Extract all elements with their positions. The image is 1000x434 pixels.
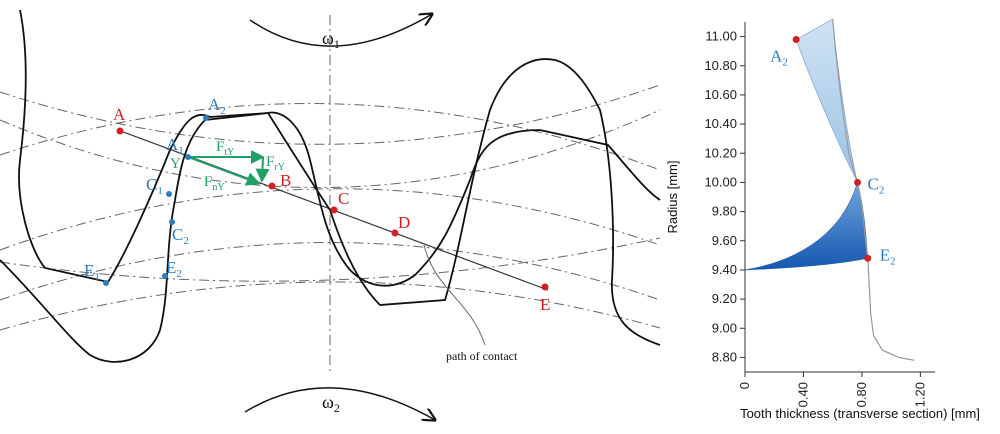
chart-axes: 11.00 10.80 10.60 10.40 10.20 10.00 9.80 9.60 9.… <box>704 22 935 407</box>
red-points <box>116 127 549 291</box>
radial-force-arrow <box>255 156 270 183</box>
omega2-label: ω2 <box>322 392 340 415</box>
point-B-dot <box>268 182 276 190</box>
point-A-dot <box>116 127 124 135</box>
point-D-dot <box>391 229 399 237</box>
chart-point-E2 <box>864 254 872 262</box>
thickness-chart: 11.00 10.80 10.60 10.40 10.20 10.00 9.80 9.60 9.… <box>665 18 980 421</box>
tooth-profile-curve <box>832 19 915 361</box>
y-tick-label: 10.80 <box>704 58 737 73</box>
x-tick-label: 0.40 <box>795 382 810 407</box>
blue-points <box>103 115 209 286</box>
y-tick-label: 11.00 <box>705 29 737 44</box>
tangential-force-label: FtY <box>216 139 234 158</box>
omega1-label: ω1 <box>322 28 340 51</box>
y-tick-label: 9.20 <box>712 291 737 306</box>
radial-force-label: FrY <box>266 154 285 173</box>
y-tick-label: 9.80 <box>712 204 737 219</box>
y-tick-label: 10.20 <box>704 145 737 160</box>
chart-point-A2 <box>792 36 800 43</box>
y-tick-label: 10.40 <box>704 116 737 131</box>
y-tick-label: 9.60 <box>712 233 737 248</box>
point-C1-dot <box>166 191 172 197</box>
chart-point-label-C2: C2 <box>868 174 885 196</box>
point-E-dot <box>541 283 549 291</box>
upper-thickness-band <box>795 18 858 183</box>
point-E2-label: E2 <box>166 258 182 280</box>
y-tick-label: 9.00 <box>712 320 737 335</box>
force-triangle <box>187 150 270 186</box>
chart-point-C2 <box>854 178 862 186</box>
point-D-label: D <box>398 213 410 232</box>
point-E-label: E <box>540 295 550 314</box>
x-axis-title: Tooth thickness (transverse section) [mm… <box>740 406 980 421</box>
gear-mesh-diagram: ω1 ω2 A B C D E <box>0 9 661 420</box>
point-A2-dot <box>203 115 209 121</box>
root-circle-upper <box>0 109 661 189</box>
base-circle-lower <box>0 237 661 282</box>
chart-point-label-E2: E2 <box>880 245 896 267</box>
point-E1-dot <box>103 280 109 286</box>
omega2-rotation-arrow <box>244 387 435 420</box>
point-C2-label: C2 <box>172 225 189 247</box>
point-C2-dot <box>169 219 175 225</box>
point-A-label: A <box>113 105 126 124</box>
y-tick-label: 8.80 <box>712 349 737 364</box>
point-C1-label: C1 <box>146 175 163 197</box>
point-Y-label: Y <box>170 156 181 172</box>
chart-point-label-A2: A2 <box>770 47 788 69</box>
point-E2-dot <box>162 273 168 279</box>
y-tick-label: 10.60 <box>704 87 737 102</box>
point-C-label: C <box>338 189 349 208</box>
pitch-circle-lower <box>0 188 661 251</box>
lower-gear-profile <box>0 111 661 363</box>
path-of-contact-label: path of contact <box>446 349 518 363</box>
omega1-rotation-arrow <box>249 14 432 47</box>
point-B-label: B <box>280 171 291 190</box>
upper-gear-profile <box>18 9 661 346</box>
normal-force-arrow <box>187 156 261 186</box>
point-E1-label: E1 <box>84 261 100 283</box>
x-tick-label: 0.80 <box>854 382 869 407</box>
point-A1-label: A1 <box>166 135 184 157</box>
lower-thickness-band <box>744 181 869 271</box>
path-of-contact-leader <box>423 244 486 346</box>
x-tick-label: 0 <box>737 382 752 389</box>
point-A2-label: A2 <box>208 95 226 117</box>
point-A1-dot <box>185 154 191 160</box>
y-tick-label: 9.40 <box>712 262 737 277</box>
x-tick-label: 1.20 <box>912 382 927 407</box>
point-C-dot <box>330 206 338 214</box>
y-axis-title: Radius [mm] <box>665 161 680 234</box>
tip-circle-lower <box>0 242 661 301</box>
y-tick-label: 10.00 <box>704 174 737 189</box>
normal-force-label: FnY <box>204 174 225 193</box>
